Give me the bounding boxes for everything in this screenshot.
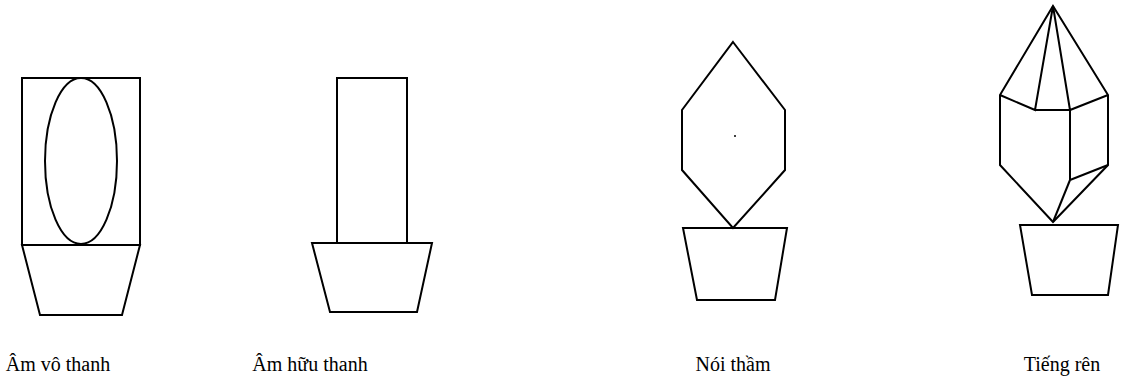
crystal-facet [1035, 109, 1070, 111]
pot-base [1020, 225, 1118, 295]
pot-base [22, 245, 140, 315]
crystal-facet [1070, 165, 1108, 180]
open-glottis [45, 78, 117, 244]
closed-glottis [337, 78, 407, 243]
caption-label: Âm vô thanh [6, 352, 110, 376]
caption-label: Nói thầm [696, 352, 771, 376]
caption-label: Âm hữu thanh [252, 352, 367, 376]
voiceless-glottis [22, 78, 140, 315]
crystal-outline [1000, 6, 1108, 222]
glottis-frame [22, 78, 140, 245]
pot-base [312, 243, 432, 312]
crystal-facets [1000, 6, 1108, 110]
whisper-glottis [682, 42, 787, 300]
crystal-facet [1069, 110, 1071, 180]
caption-label: Tiếng rên [1024, 352, 1100, 376]
voiced-glottis [312, 78, 432, 312]
hexagon-glottis [682, 42, 785, 228]
pot-base [683, 228, 787, 300]
groan-glottis [1000, 6, 1118, 295]
crystal-facet [1053, 180, 1070, 222]
dot [734, 135, 736, 137]
